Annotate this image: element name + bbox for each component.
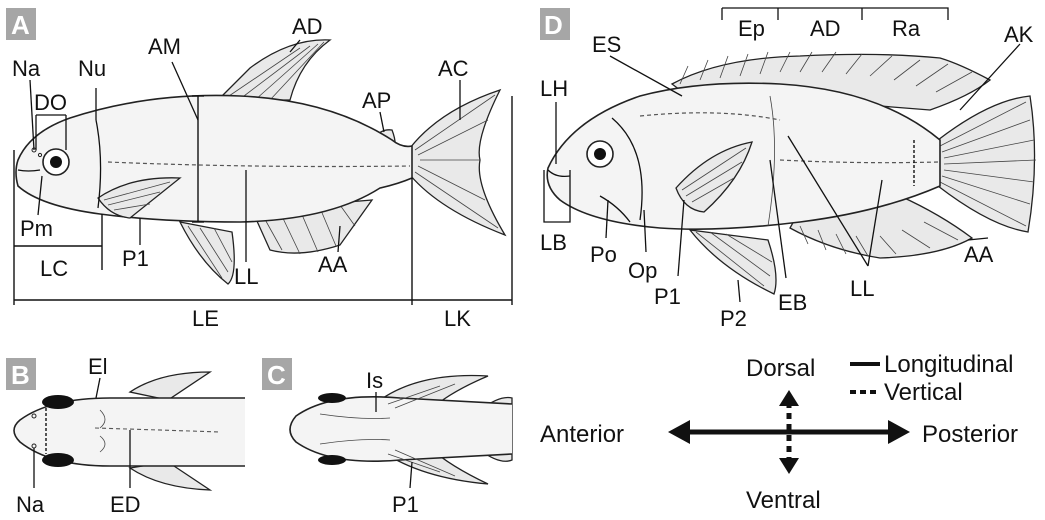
label-ad-d: AD xyxy=(810,16,841,41)
pelvic-fin xyxy=(180,222,234,284)
label-anterior: Anterior xyxy=(540,421,624,448)
legend-vertical: Vertical xyxy=(884,379,963,406)
caudal-fin xyxy=(410,90,505,235)
label-lh: LH xyxy=(540,76,568,101)
label-is: Is xyxy=(366,368,383,393)
pelvic-fin-d xyxy=(690,230,776,294)
panel-d: D xyxy=(540,8,1036,331)
label-ac: AC xyxy=(438,56,469,81)
panel-b-letter: B xyxy=(11,360,30,390)
panel-c: C Is P1 xyxy=(262,358,512,517)
orientation-legend: Dorsal Ventral Anterior Posterior Longit… xyxy=(540,351,1018,514)
panel-b: B El Na ED xyxy=(6,354,245,517)
label-ap: AP xyxy=(362,88,391,113)
label-aa: AA xyxy=(318,252,348,277)
label-p1-c: P1 xyxy=(392,492,419,517)
panel-a-letter: A xyxy=(11,10,30,40)
label-p1: P1 xyxy=(122,246,149,271)
label-ventral: Ventral xyxy=(746,487,821,514)
label-ep: Ep xyxy=(738,16,765,41)
label-pm: Pm xyxy=(20,216,53,241)
arrow-right-head xyxy=(888,420,910,444)
panel-a: A xyxy=(6,8,512,331)
label-es: ES xyxy=(592,32,621,57)
label-ll: LL xyxy=(234,264,258,289)
label-p2: P2 xyxy=(720,306,747,331)
label-po: Po xyxy=(590,242,617,267)
dorsal-fin xyxy=(218,40,330,100)
label-ra: Ra xyxy=(892,16,921,41)
panel-d-letter: D xyxy=(544,10,563,40)
label-lc: LC xyxy=(40,256,68,281)
label-na-b: Na xyxy=(16,492,45,517)
label-ak: AK xyxy=(1004,22,1034,47)
label-na: Na xyxy=(12,56,41,81)
label-nu: Nu xyxy=(78,56,106,81)
panel-c-letter: C xyxy=(267,360,286,390)
label-do: DO xyxy=(34,90,67,115)
label-lb: LB xyxy=(540,230,567,255)
label-posterior: Posterior xyxy=(922,421,1018,448)
label-p1-d: P1 xyxy=(654,284,681,309)
legend-longitudinal: Longitudinal xyxy=(884,351,1013,378)
arrow-left-head xyxy=(668,420,690,444)
label-el: El xyxy=(88,354,108,379)
label-am: AM xyxy=(148,34,181,59)
label-dorsal: Dorsal xyxy=(746,355,815,382)
arrow-down-head xyxy=(779,458,799,474)
arrow-up-head xyxy=(779,390,799,406)
label-ll-d: LL xyxy=(850,276,874,301)
label-eb: EB xyxy=(778,290,807,315)
label-lk: LK xyxy=(444,306,471,331)
label-op: Op xyxy=(628,258,657,283)
fish-body-c xyxy=(290,397,512,461)
label-ad: AD xyxy=(292,14,323,39)
label-ed: ED xyxy=(110,492,141,517)
label-le: LE xyxy=(192,306,219,331)
label-aa-d: AA xyxy=(964,242,994,267)
